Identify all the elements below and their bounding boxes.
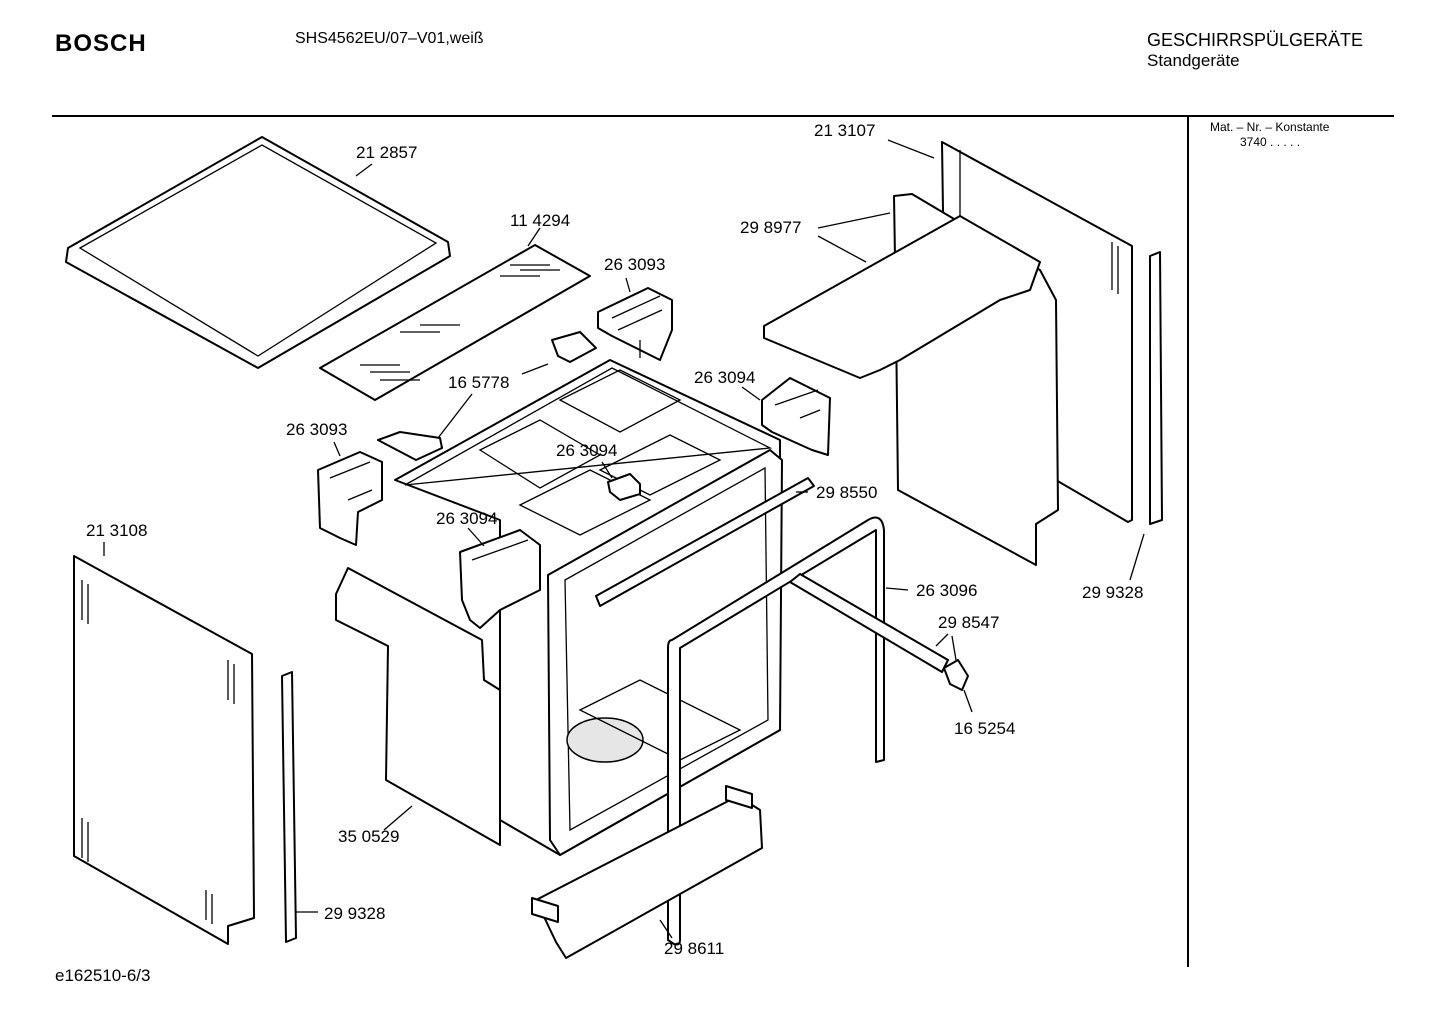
side-strip-left-part[interactable] <box>281 671 297 943</box>
bracket-top-part[interactable] <box>597 287 673 361</box>
clip-top-part[interactable] <box>551 331 597 363</box>
label-holder-left: 26 3094 <box>436 509 497 528</box>
label-holder-center: 26 3094 <box>556 441 617 460</box>
material-note-title: Mat. – Nr. – Konstante <box>1210 120 1330 134</box>
label-base-plinth: 29 8611 <box>664 939 724 958</box>
label-insulation-mat: 11 4294 <box>510 211 570 230</box>
label-end-cap: 16 5254 <box>954 719 1015 738</box>
holder-left-part[interactable] <box>459 529 541 629</box>
door-seal-part[interactable] <box>667 516 885 946</box>
label-tube-seal: 29 8547 <box>938 613 999 632</box>
model-number: SHS4562EU/07–V01,weiß <box>295 30 484 47</box>
bracket-left-part[interactable] <box>317 451 383 546</box>
strip-front-part[interactable] <box>595 477 815 607</box>
side-divider <box>1187 117 1189 967</box>
drawing-code: e162510-6/3 <box>55 966 151 985</box>
insulation-side-part[interactable] <box>335 567 501 846</box>
label-top-cover: 21 2857 <box>356 143 417 162</box>
end-cap-part[interactable] <box>943 659 969 691</box>
leader-lines <box>103 139 1145 939</box>
base-plinth-part[interactable] <box>531 785 763 959</box>
subcategory-title: Standgeräte <box>1147 51 1240 70</box>
label-clip-top: 16 5778 <box>448 373 509 392</box>
side-panel-left-part[interactable] <box>73 555 255 945</box>
top-cover-part[interactable] <box>65 136 451 369</box>
header-divider <box>52 115 1394 117</box>
label-side-strip-left: 29 9328 <box>324 904 385 923</box>
label-strip-front: 29 8550 <box>816 483 877 502</box>
brand-logo: BOSCH <box>55 30 147 57</box>
label-side-panel-left: 21 3108 <box>86 521 147 540</box>
label-bracket-left: 26 3093 <box>286 420 347 439</box>
label-rear-panel: 21 3107 <box>814 121 875 140</box>
label-door-seal: 26 3096 <box>916 581 977 600</box>
label-insulation-board: 29 8977 <box>740 218 801 237</box>
label-insulation-side: 35 0529 <box>338 827 399 846</box>
material-note-value: 3740 . . . . . <box>1240 135 1301 149</box>
label-holder-right: 26 3094 <box>694 368 755 387</box>
side-strip-right-part[interactable] <box>1149 251 1163 525</box>
insulation-mat-part[interactable] <box>319 244 591 401</box>
clip-left-part[interactable] <box>377 431 443 461</box>
category-title: GESCHIRRSPÜLGERÄTE <box>1147 30 1364 50</box>
holder-center-part[interactable] <box>607 473 641 501</box>
holder-right-part[interactable] <box>761 377 831 456</box>
insulation-board-part[interactable] <box>763 215 1041 379</box>
label-bracket-top: 26 3093 <box>604 255 665 274</box>
tube-seal-part[interactable] <box>789 573 949 673</box>
label-side-strip-right: 29 9328 <box>1082 583 1143 602</box>
